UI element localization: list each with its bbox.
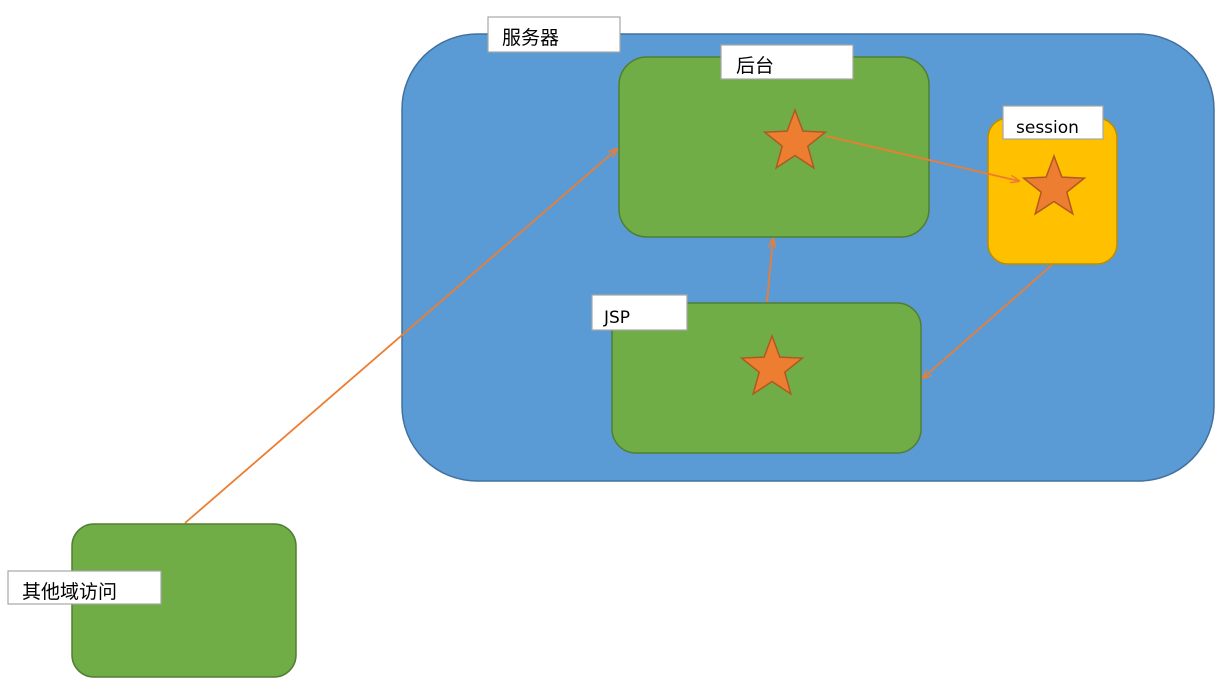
- session-label-text: session: [1016, 118, 1079, 138]
- backend-star-icon: [762, 107, 828, 170]
- backend-label: 后台: [720, 44, 854, 80]
- session-label: session: [1002, 105, 1104, 140]
- backend-node: [618, 56, 930, 238]
- jsp-label-text: JSP: [603, 308, 630, 328]
- arrow-session-to-jsp: [923, 264, 1053, 378]
- jsp-label: JSP: [591, 294, 688, 331]
- backend-label-text: 后台: [736, 55, 774, 77]
- other-domain-label: 其他域访问: [7, 570, 162, 605]
- server-label: 服务器: [487, 16, 621, 53]
- arrow-jsp-to-backend: [766, 239, 773, 303]
- server-label-text: 服务器: [502, 27, 559, 49]
- arrow-other-to-backend: [184, 149, 617, 524]
- other-domain-label-text: 其他域访问: [22, 581, 117, 603]
- jsp-star-icon: [739, 333, 805, 396]
- arrow-backend-to-session: [825, 135, 1019, 181]
- session-star-icon: [1021, 153, 1087, 216]
